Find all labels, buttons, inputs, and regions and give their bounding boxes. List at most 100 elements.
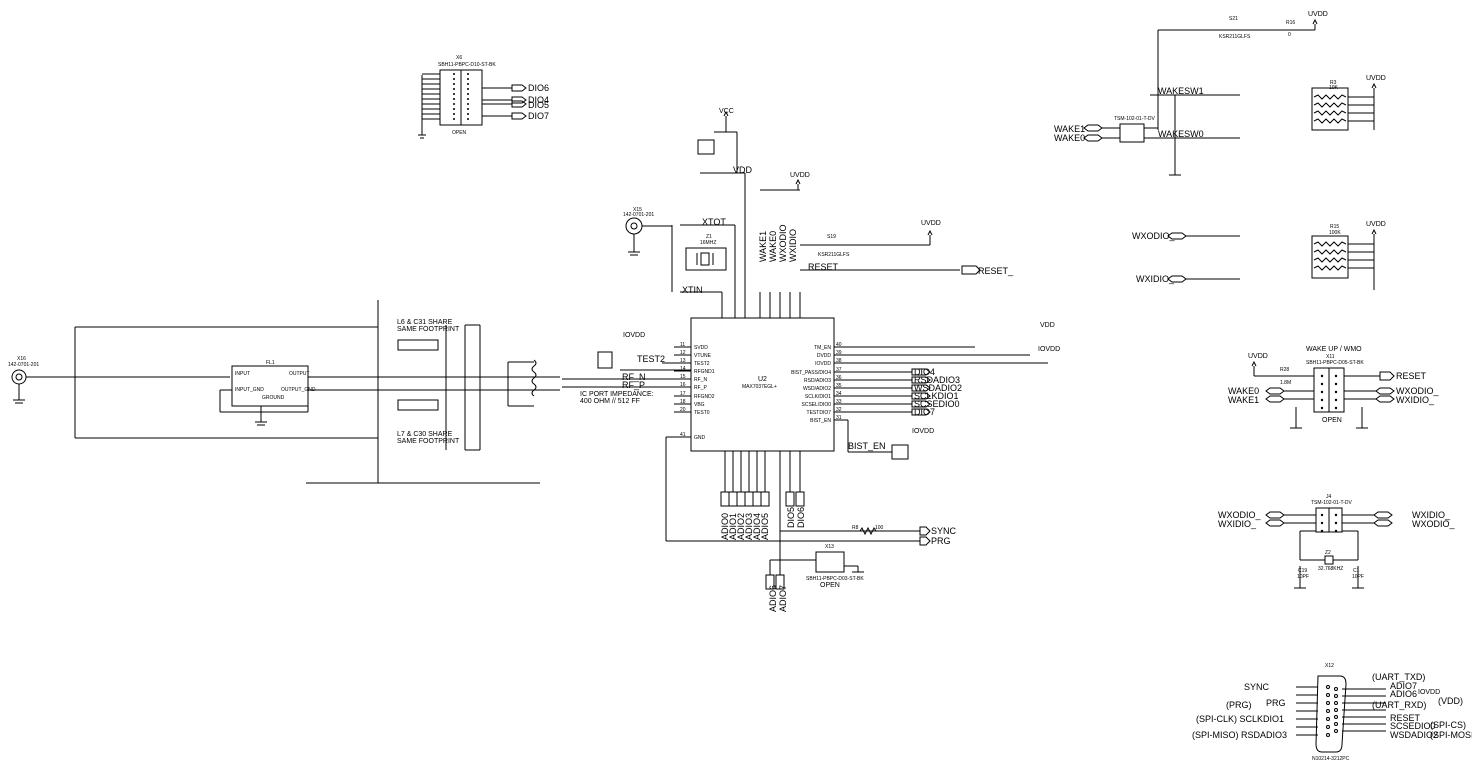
x12-pin — [1326, 733, 1330, 737]
j4-pin — [1334, 529, 1338, 533]
x11-pin — [1320, 398, 1324, 402]
u2-pin-num: 34 — [836, 391, 842, 397]
net-rf_n-label: RF_N — [622, 372, 646, 382]
x15-connector: X15 142-0701-201 — [623, 207, 672, 256]
u2-part: MAX7037EGL+ — [742, 384, 777, 390]
x12-uart-rxd: (UART_RXD) — [1372, 700, 1426, 710]
adio-flag — [752, 491, 762, 507]
x12-pin — [1326, 685, 1330, 689]
net-uvdd-x11: UVDD — [1248, 353, 1268, 360]
u2-right-nets: VDD IOVDD DIO4 RSDADIO3 WSDADIO2 SCLKDIO… — [834, 322, 1060, 460]
j4-pin — [1320, 521, 1324, 525]
x12-pin — [1334, 715, 1338, 719]
u2-pin-name: VTUNE — [694, 353, 712, 359]
adio-flag — [744, 491, 754, 507]
x12-scsedio0: SCSEDIO0 — [1390, 721, 1436, 731]
adio-net-label: ADIO2 — [736, 513, 746, 540]
x11-wxodio-label: WXODIO_ — [1396, 386, 1439, 396]
u2-pin-name: TM_EN — [814, 345, 831, 351]
u2-pin-num: 16 — [680, 382, 686, 388]
u2-pin-name: SVDD — [694, 345, 708, 351]
u2-pin-num: 11 — [680, 342, 685, 348]
wake-switch-block: UVDD S21 KSR211GLFS R16 0 WAKESW1 WAKESW… — [1054, 11, 1386, 176]
net-wake0-tr: WAKE0 — [1054, 133, 1085, 143]
u2-right-pins: 40TM_EN39DVDD38IOVDD37BIST_PASS/DIO436RS… — [791, 342, 842, 424]
r3-value: 10K — [1329, 85, 1339, 91]
c19-ref: C19 — [1298, 568, 1307, 574]
net-wsdadio2-right: WSDADIO2 — [914, 383, 962, 393]
x6-ref: X6 — [456, 55, 462, 61]
adio-flag — [728, 491, 738, 507]
fl1-input-gnd: INPUT_GND — [235, 387, 264, 393]
x11-wxidio-label: WXIDIO_ — [1396, 395, 1435, 405]
r8-value: 100 — [875, 525, 884, 531]
x12-pin — [1334, 687, 1338, 691]
r16-value: 0 — [1288, 32, 1291, 38]
u2-pin-num: 31 — [836, 415, 842, 421]
net-vdd-right: VDD — [1040, 322, 1055, 329]
resistor-element — [1313, 118, 1347, 124]
net-test2-label: TEST2 — [637, 354, 665, 364]
r15-ref: R15 — [1330, 224, 1339, 230]
x12-reset: RESET — [1390, 713, 1421, 723]
resistor-element — [1313, 241, 1347, 247]
resistor-element — [1313, 110, 1347, 116]
adio-net-label: ADIO3 — [744, 513, 754, 540]
x11-reset-label: RESET — [1396, 371, 1427, 381]
x12-pin — [1334, 694, 1338, 698]
x6-pin — [467, 73, 469, 75]
u2-pin-num: 15 — [680, 374, 686, 380]
net-prg-label: PRG — [931, 536, 951, 546]
x11-pin — [1334, 406, 1338, 410]
note-l7c30-1: L7 & C30 SHARE — [397, 431, 453, 438]
z2-value: 32.768KHZ — [1318, 566, 1343, 572]
x6-pin — [467, 98, 469, 100]
x12-pin — [1326, 693, 1330, 697]
net-adio6-v: ADIO6 — [768, 585, 778, 612]
net-xtot-label: XTOT — [702, 217, 726, 227]
fl1-output: OUTPUT — [289, 371, 310, 377]
u2-pin-num: 14 — [680, 366, 686, 372]
resistor-element — [1313, 249, 1347, 255]
u2-pin-name: RFGND2 — [694, 394, 715, 400]
adio-net-label: ADIO5 — [760, 513, 770, 540]
u2-pin-name: RF_P — [694, 385, 707, 391]
j4-wxidio-b: WXIDIO_ — [1412, 510, 1451, 520]
x12-prg-paren: (PRG) — [1226, 700, 1252, 710]
x12-pin — [1326, 701, 1330, 705]
u2-pin-name: RSD/ADIO3 — [804, 378, 831, 384]
adio-flag — [760, 491, 770, 507]
x15-ref: X15 — [633, 207, 642, 213]
fl1-ground: GROUND — [262, 395, 285, 401]
x11-part: SBH11-PBPC-D05-ST-BK — [1306, 360, 1364, 366]
fl1-body — [231, 365, 309, 407]
resistor-element — [1313, 94, 1347, 100]
net-dio5-v: DIO5 — [786, 507, 796, 528]
sync-prg-nets: SYNC PRG R8 100 — [780, 525, 957, 546]
u2-pin-name: RFGND1 — [694, 369, 715, 375]
resistor-element — [1313, 265, 1347, 271]
u2-pin-name: WSD/ADIO2 — [803, 386, 831, 392]
x12-pin — [1326, 725, 1330, 729]
net-sclkdio1-right: SCLKDIO1 — [914, 391, 959, 401]
x12-sclk: (SPI-CLK) SCLKDIO1 — [1196, 714, 1284, 724]
u2-pin-name: SCSEL/DIO0 — [802, 402, 832, 408]
x12-ref: X12 — [1325, 663, 1334, 669]
x6-pin — [453, 88, 455, 90]
resistor-element — [1313, 257, 1347, 263]
net-uvdd-top: UVDD — [790, 172, 810, 179]
x13-ref: X13 — [825, 544, 834, 550]
x11-pin — [1320, 382, 1324, 386]
net-wxidio-v: WXIDIO — [788, 229, 798, 262]
u2-pin-name: TESTDIO7 — [807, 410, 832, 416]
wake-title: WAKE UP / WMO — [1306, 346, 1362, 353]
u2-bottom-pins — [724, 451, 801, 560]
net-wakesw0-label: WAKESW0 — [1158, 129, 1204, 139]
u2-pin-name: DVDD — [817, 353, 832, 359]
x13-part: SBH11-PBPC-D03-ST-BK — [806, 576, 864, 582]
adio-flag — [736, 491, 746, 507]
net-dio5-label: DIO5 — [528, 100, 549, 110]
x11-pin — [1320, 406, 1324, 410]
